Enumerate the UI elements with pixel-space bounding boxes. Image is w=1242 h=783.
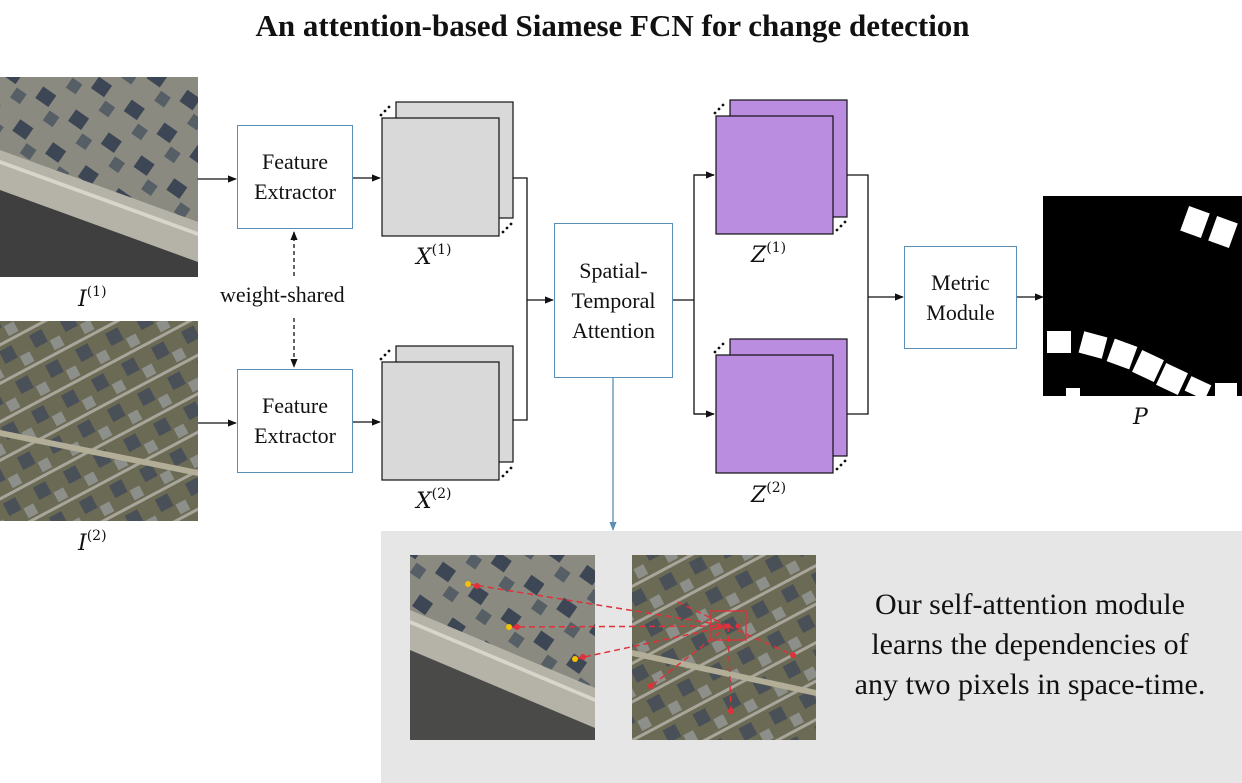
attention-line-2: Temporal — [571, 287, 656, 313]
label-x1-base: X — [416, 245, 432, 270]
label-x2: X(2) — [416, 486, 452, 514]
tensor-z1 — [713, 99, 848, 235]
weight-shared-label: weight-shared — [220, 282, 345, 307]
tensor-z2 — [713, 338, 848, 474]
label-z1: Z(1) — [751, 240, 786, 268]
spatial-temporal-attention-box: Spatial- Temporal Attention — [554, 223, 673, 378]
merge-z-lines — [847, 174, 869, 415]
caption-line-1: Our self-attention module — [875, 588, 1185, 621]
label-x2-base: X — [416, 489, 432, 514]
diagram-title: An attention-based Siamese FCN for chang… — [255, 8, 970, 43]
input-image-2 — [0, 321, 198, 521]
label-i2-base: I — [78, 531, 87, 556]
label-z2: Z(2) — [751, 480, 786, 508]
label-i1-sup: (1) — [86, 284, 107, 300]
label-x1-sup: (1) — [431, 242, 452, 258]
feature-extractor-2-line-1: Feature — [262, 393, 328, 418]
metric-line-1: Metric — [931, 269, 990, 295]
label-x1: X(1) — [416, 242, 452, 270]
attention-line-1: Spatial- — [579, 257, 648, 283]
feature-extractor-2-line-2: Extractor — [254, 423, 336, 448]
label-i1: I(1) — [78, 284, 107, 312]
feature-extractor-2: Feature Extractor — [237, 369, 353, 473]
tensor-x1 — [379, 101, 514, 237]
label-z1-base: Z — [751, 243, 767, 268]
feature-extractor-1: Feature Extractor — [237, 125, 353, 229]
metric-line-2: Module — [926, 299, 995, 325]
label-z1-sup: (1) — [766, 240, 787, 256]
metric-module-box: Metric Module — [904, 246, 1017, 349]
feature-extractor-1-line-1: Feature — [262, 149, 328, 174]
label-i2: I(2) — [78, 528, 107, 556]
label-i2-sup: (2) — [86, 528, 107, 544]
caption-line-3: any two pixels in space-time. — [854, 668, 1206, 701]
attention-line-3: Attention — [571, 317, 656, 343]
label-x2-sup: (2) — [431, 486, 452, 502]
attention-points — [465, 581, 796, 714]
feature-extractor-1-line-2: Extractor — [254, 179, 336, 204]
caption-line-2: learns the dependencies of — [871, 628, 1189, 661]
split-z-lines — [693, 174, 714, 415]
tensor-x2 — [379, 345, 514, 481]
label-z2-sup: (2) — [766, 480, 787, 496]
merge-x-lines — [513, 177, 528, 421]
output-change-map — [1043, 196, 1242, 400]
attention-links — [467, 583, 794, 712]
panel-image-1 — [410, 555, 595, 740]
panel-image-2 — [632, 555, 816, 740]
attention-caption: Our self-attention module learns the dep… — [820, 585, 1240, 705]
input-image-1 — [0, 77, 198, 277]
label-i1-base: I — [78, 287, 87, 312]
label-p: P — [1133, 405, 1148, 430]
label-z2-base: Z — [751, 483, 767, 508]
